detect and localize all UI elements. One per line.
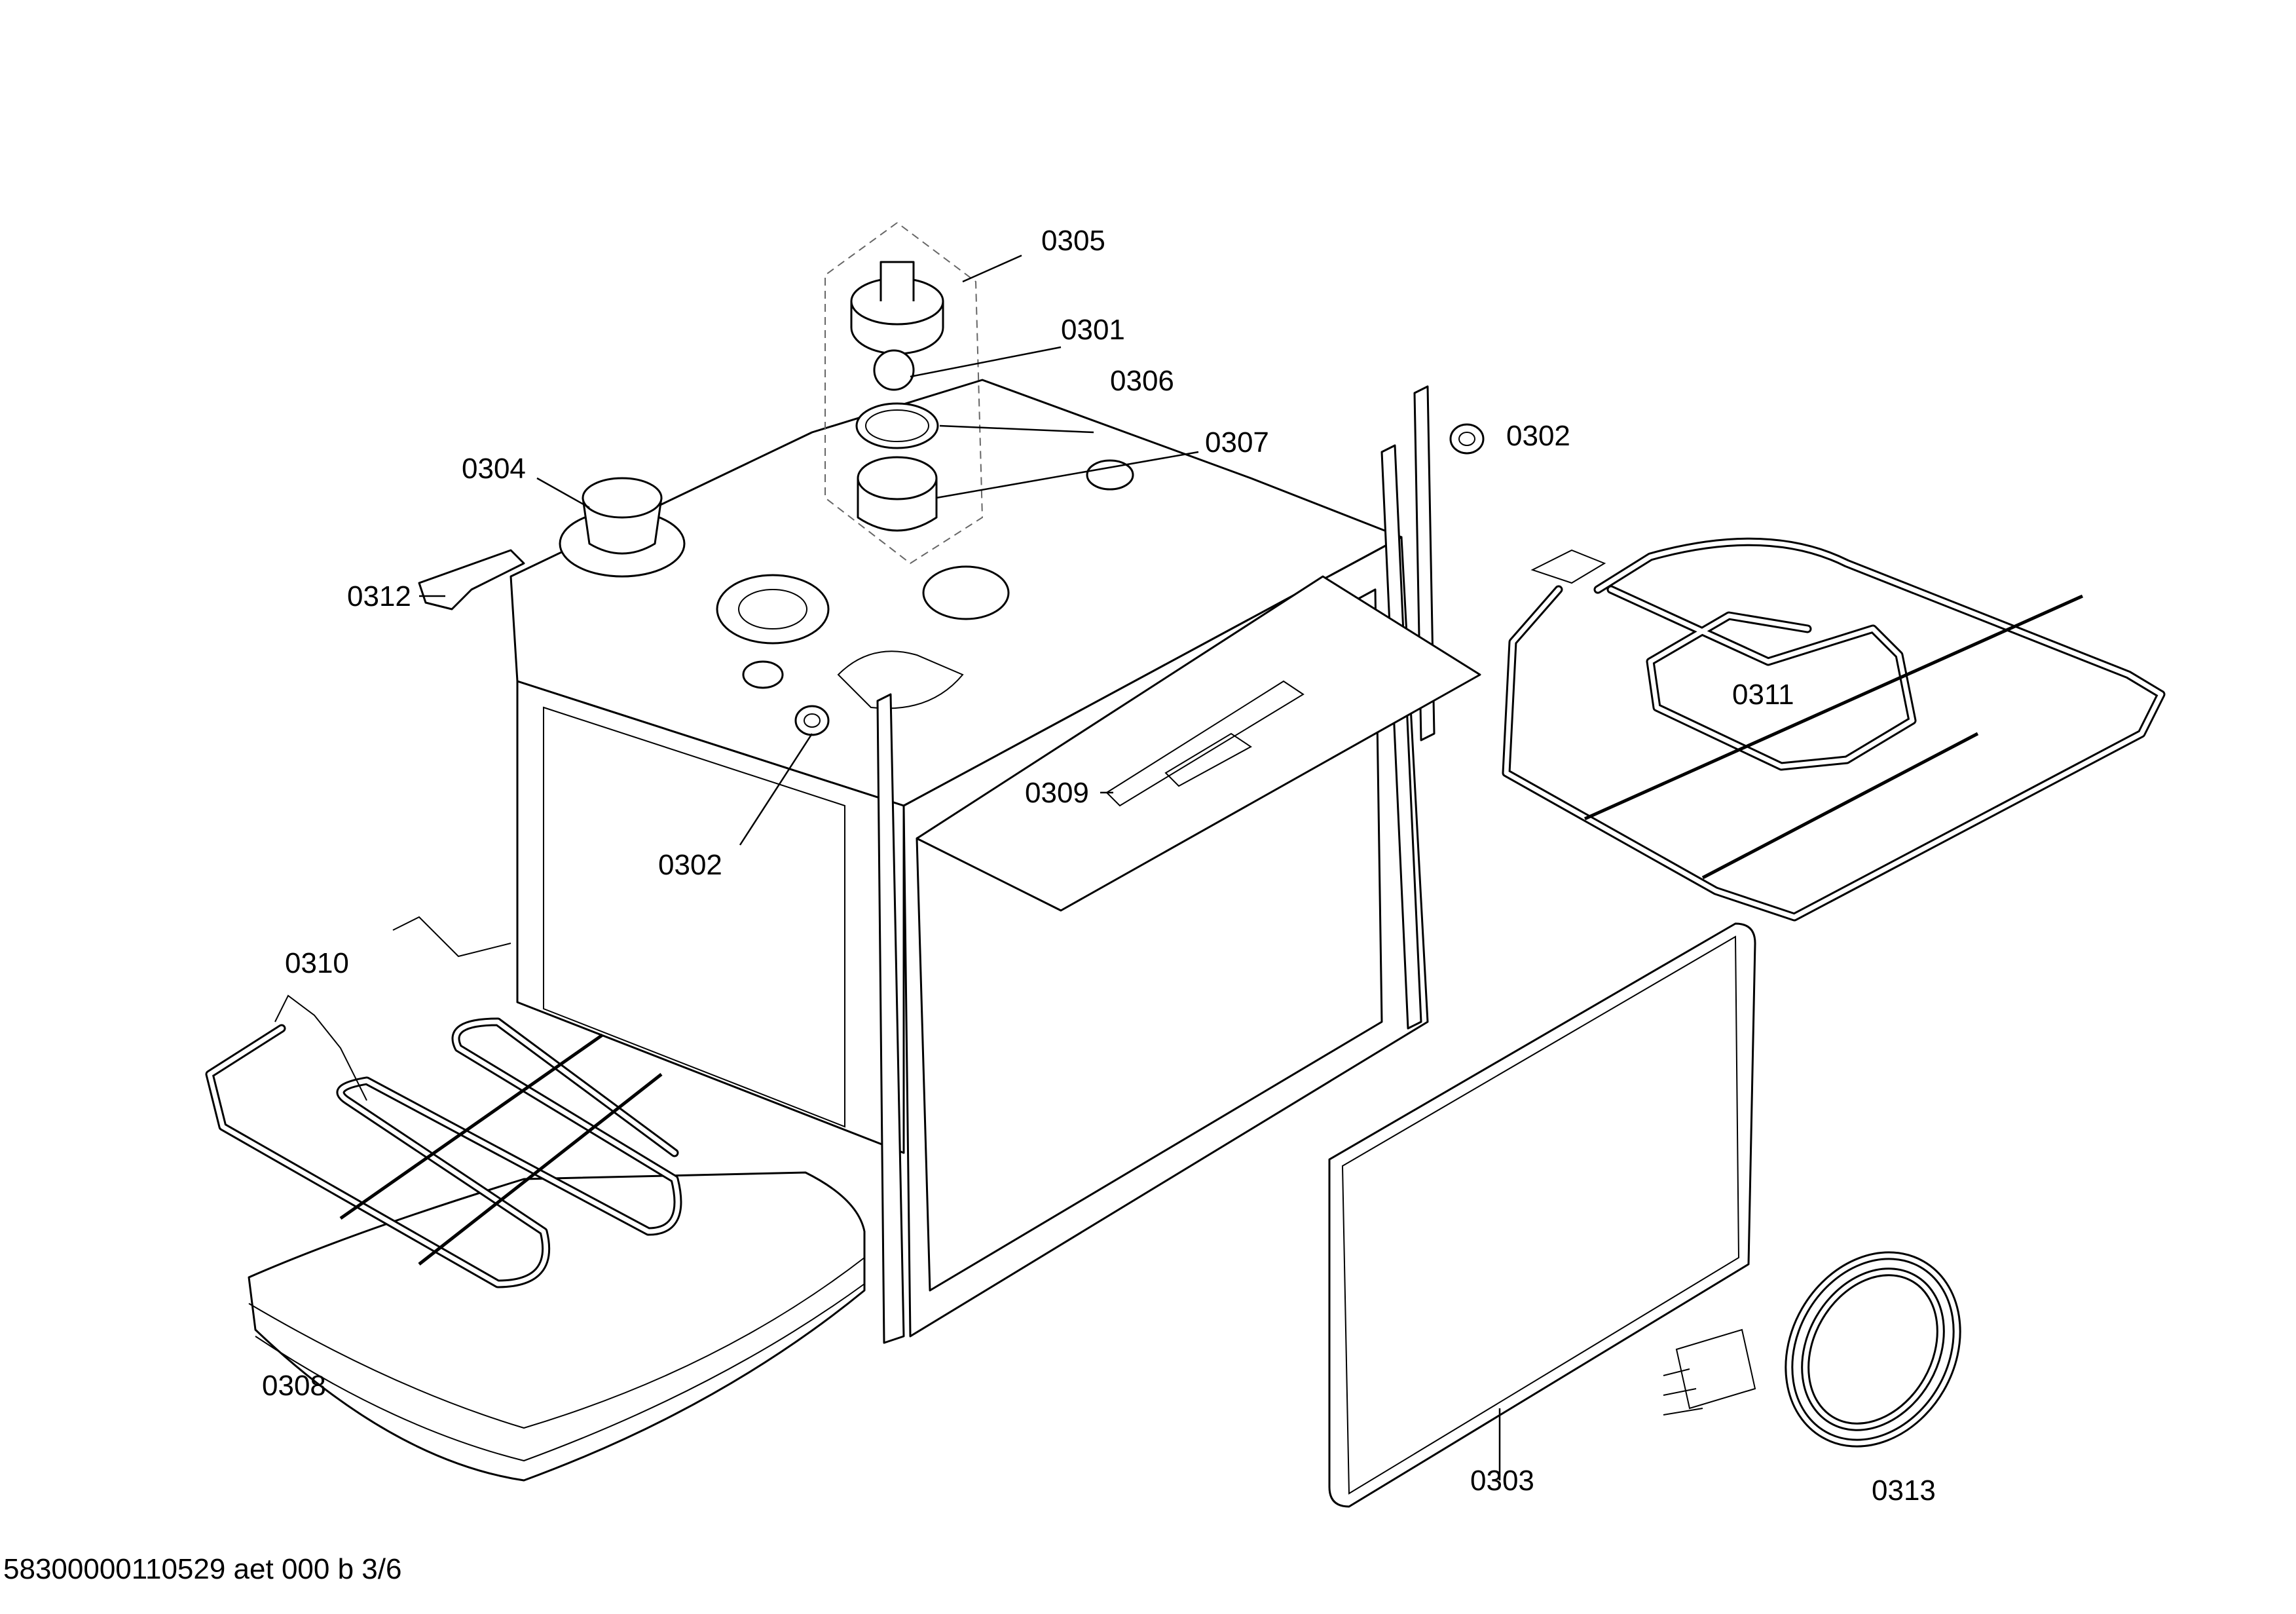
- document-footer: 58300000110529 aet 000 b 3/6: [3, 1553, 401, 1585]
- label-0313: 0313: [1872, 1474, 1936, 1507]
- mounting-bracket: [418, 549, 525, 610]
- fan-motor: [559, 477, 686, 578]
- label-0306: 0306: [1110, 365, 1174, 397]
- label-0310: 0310: [285, 947, 349, 979]
- element-cover-plate: [916, 575, 1481, 912]
- label-0308: 0308: [262, 1370, 326, 1402]
- ring-heater: [1663, 1251, 1961, 1448]
- label-0311: 0311: [1732, 679, 1794, 711]
- label-0302-left: 0302: [658, 849, 722, 881]
- door-gasket: [1328, 922, 1756, 1508]
- label-0312: 0312: [347, 580, 411, 612]
- label-0303: 0303: [1470, 1465, 1534, 1497]
- part-labels: 0305 0301 0306 0307 0302 0304 0312 0311 …: [262, 225, 1936, 1507]
- label-0302-right: 0302: [1506, 420, 1570, 452]
- label-0304: 0304: [462, 453, 526, 485]
- grommet-plug-left: [794, 705, 830, 736]
- label-0305: 0305: [1041, 225, 1105, 257]
- lamp-assembly: [824, 222, 984, 565]
- label-0309: 0309: [1025, 777, 1089, 809]
- label-0301: 0301: [1061, 314, 1125, 346]
- grommet-plug-right: [1449, 423, 1485, 455]
- label-0307: 0307: [1205, 426, 1269, 459]
- insulation-mats: [248, 1171, 866, 1482]
- grill-heater: [1502, 537, 2166, 922]
- leader-lines: [419, 254, 1501, 1480]
- bottom-heater: [205, 916, 682, 1288]
